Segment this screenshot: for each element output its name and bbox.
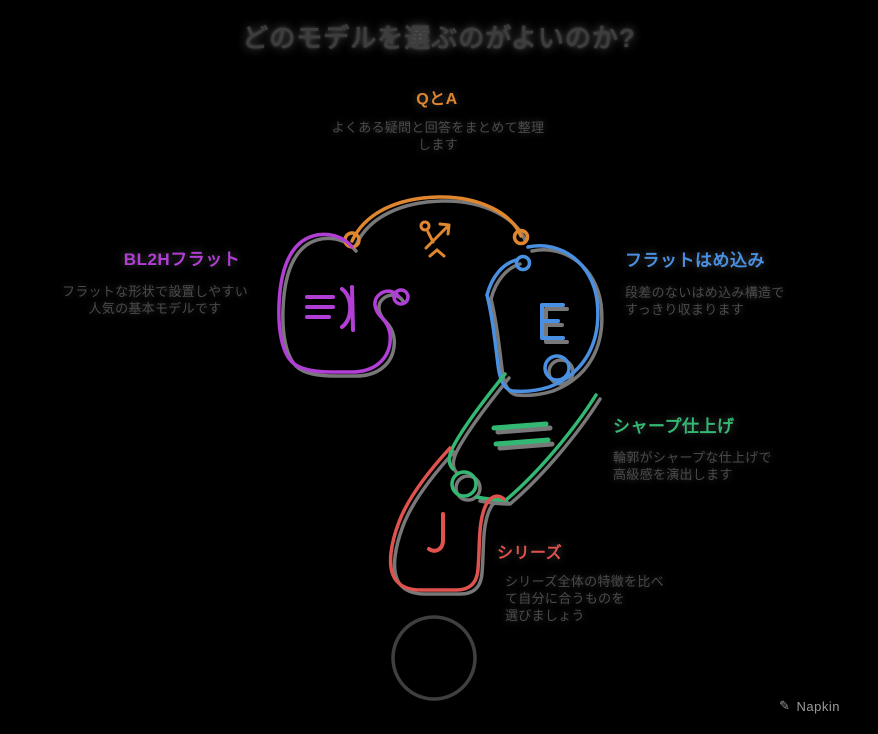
question-mark-orange-segment xyxy=(343,195,530,258)
desc-line: 高級感を演出します xyxy=(613,467,733,483)
section-desc-flat-inset: 段差のないはめ込み構造ですっきり収まります xyxy=(625,284,810,318)
section-desc-series: シリーズ全体の特徴を比べて自分に合うものを選びましょう xyxy=(505,573,700,624)
page-title: どのモデルを選ぶのがよいのか? xyxy=(242,23,636,53)
desc-line: て自分に合うものを xyxy=(505,591,625,607)
connector-node xyxy=(514,254,532,272)
section-desc-sharp-finish: 輪郭がシャープな仕上げで高級感を演出します xyxy=(613,449,808,483)
question-mark-purple-segment xyxy=(277,232,410,374)
desc-line: すっきり収まります xyxy=(625,302,745,318)
question-mark-dot xyxy=(391,615,477,701)
desc-line: シリーズ全体の特徴を比べ xyxy=(505,574,664,589)
person-arrow-icon xyxy=(419,220,451,258)
connector-node xyxy=(543,354,571,382)
menu-list-bracket-icon xyxy=(305,285,355,332)
question-mark-red-segment xyxy=(388,446,506,592)
desc-line: 輪郭がシャープな仕上げで xyxy=(613,450,772,465)
watermark-brand: Napkin xyxy=(796,698,840,714)
watermark: ✎ Napkin xyxy=(779,698,840,714)
desc-line: 人気の基本モデルです xyxy=(88,301,222,317)
connector-node xyxy=(392,288,410,306)
section-label-flat-model: BL2Hフラット xyxy=(123,250,241,269)
equals-icon xyxy=(491,421,551,447)
section-label-flat-inset: フラットはめ込み xyxy=(625,251,765,270)
question-mark-blue-segment xyxy=(485,244,600,394)
section-desc-flat-model: フラットな形状で設置しやすい人気の基本モデルです xyxy=(52,283,258,317)
connector-node xyxy=(450,470,478,498)
section-label-qa: QとA xyxy=(416,91,458,108)
hook-j-icon xyxy=(427,512,445,553)
desc-line: フラットな形状で設置しやすい xyxy=(61,284,249,299)
desc-line: します xyxy=(418,137,458,153)
napkin-logo-icon: ✎ xyxy=(779,698,791,713)
desc-line: よくある疑問と回答をまとめて整理 xyxy=(331,120,545,135)
section-desc-qa: よくある疑問と回答をまとめて整理します xyxy=(307,119,569,153)
section-label-sharp-finish: シャープ仕上げ xyxy=(613,417,735,436)
section-label-series: シリーズ xyxy=(497,545,563,562)
desc-line: 段差のないはめ込み構造で xyxy=(625,285,785,300)
desc-line: 選びましょう xyxy=(505,608,585,624)
bracket-e-icon xyxy=(540,303,565,340)
connector-node xyxy=(512,228,530,246)
